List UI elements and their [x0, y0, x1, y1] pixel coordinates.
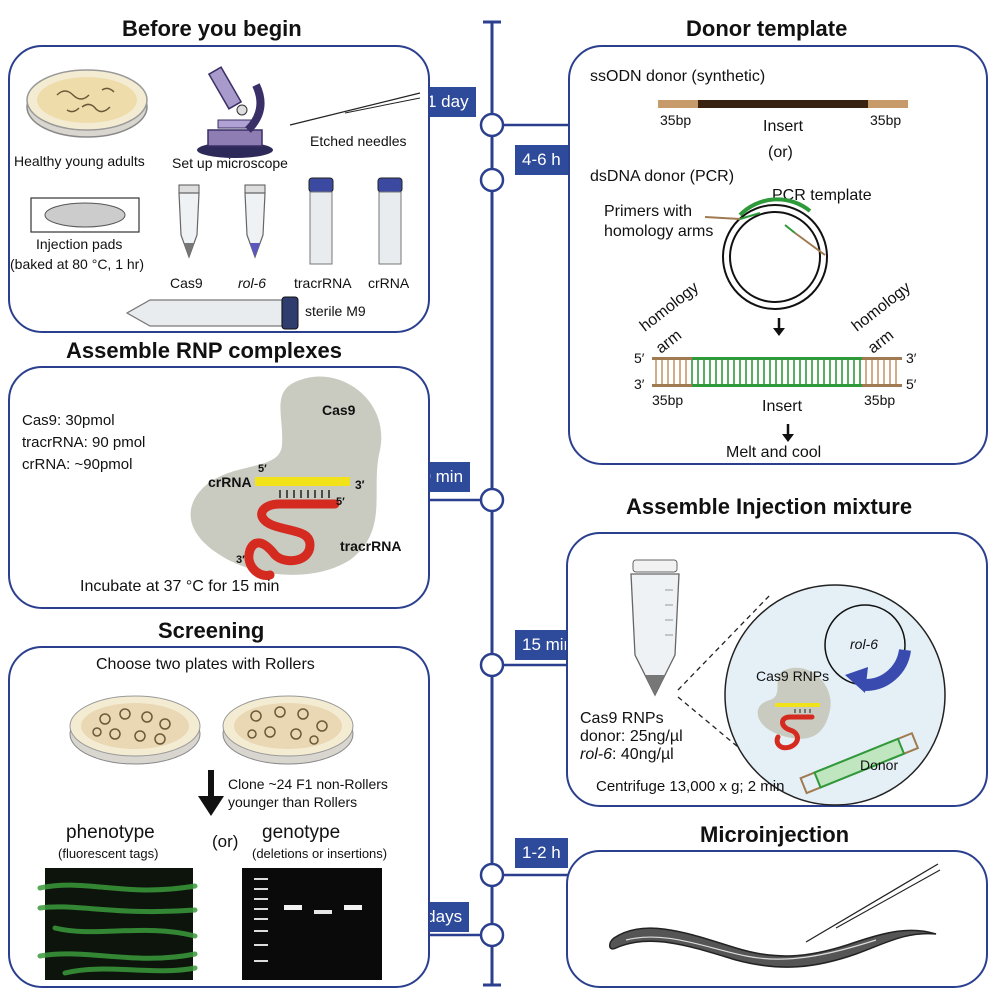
m9-tube-icon: [125, 296, 299, 330]
down-arrow-icon: [198, 770, 224, 816]
ssodn-insert: Insert: [763, 118, 804, 135]
time-1-2h: 1-2 h: [515, 838, 568, 868]
mix-line-2: donor: 25ng/µl: [580, 728, 683, 745]
crrna-vial-label: crRNA: [368, 275, 410, 291]
primers-label-2: homology arms: [604, 223, 714, 240]
mix-rol6-value: : 40ng/µl: [612, 746, 674, 763]
tracrrna-vial-icon: [308, 177, 334, 265]
roller-plate-icon-1: [69, 695, 201, 765]
ds-5prime-right: 5′: [906, 376, 917, 392]
timeline-node: [479, 487, 505, 513]
microscope-label: Set up microscope: [172, 155, 288, 171]
primers-label-1: Primers with: [604, 203, 693, 220]
cas9-shape-label: Cas9: [322, 402, 356, 418]
donor-panel: [568, 45, 988, 465]
worms-label: Healthy young adults: [14, 153, 145, 169]
petri-dish-icon: [26, 69, 148, 138]
phenotype-label: phenotype: [66, 822, 155, 843]
down-arrow-small-icon: [773, 318, 785, 336]
mix-line-1: Cas9 RNPs: [580, 710, 664, 727]
eppendorf-tube-icon: [630, 559, 680, 697]
mix-rol6-italic: rol-6: [580, 746, 613, 763]
rol6-tube-label: rol-6: [238, 275, 267, 291]
melt-arrow-icon: [782, 424, 794, 442]
phenotype-sub: (fluorescent tags): [58, 846, 159, 861]
pads-label-2: (baked at 80 °C, 1 hr): [10, 256, 144, 272]
ds-5prime-left: 5′: [634, 350, 645, 366]
screen-or-label: (or): [212, 832, 239, 851]
cas9-complex-diagram: [190, 376, 382, 580]
rol6-tube-icon: [244, 184, 266, 259]
before-title: Before you begin: [122, 16, 302, 41]
ds-bp-left: 35bp: [652, 392, 684, 408]
ssodn-label: ssODN donor (synthetic): [590, 68, 766, 85]
donor-or-label: (or): [768, 144, 793, 161]
crrna-5prime: 5′: [258, 463, 267, 475]
dsdna-label: dsDNA donor (PCR): [590, 168, 735, 185]
ssodn-bp-right: 35bp: [870, 112, 902, 128]
timeline-node: [479, 112, 505, 138]
cas9-tube-label: Cas9: [170, 275, 203, 291]
micro-title: Microinjection: [700, 822, 850, 847]
choose-plates-label: Choose two plates with Rollers: [96, 656, 315, 673]
timeline-node: [479, 862, 505, 888]
gel-image: [242, 868, 382, 980]
tracr-3prime: 3′: [236, 554, 245, 566]
donor-title: Donor template: [686, 16, 848, 41]
ds-insert: Insert: [762, 398, 803, 415]
zoom-circle: [677, 584, 946, 806]
melt-label: Melt and cool: [726, 444, 822, 461]
rnp-recipe-crrna: crRNA: ~90pmol: [22, 456, 133, 473]
screening-title: Screening: [158, 618, 265, 643]
ds-bp-right: 35bp: [864, 392, 896, 408]
pcr-template-label: PCR template: [772, 187, 872, 204]
genotype-sub: (deletions or insertions): [252, 846, 388, 861]
injection-pad-icon: [30, 197, 140, 233]
m9-label: sterile M9: [305, 303, 366, 319]
zoom-rnps-label: Cas9 RNPs: [756, 668, 830, 684]
timeline-node: [479, 652, 505, 678]
rnp-recipe-tracr: tracrRNA: 90 pmol: [22, 434, 146, 451]
time-4-6h: 4-6 h: [515, 145, 568, 175]
ssodn-bp-left: 35bp: [660, 112, 692, 128]
mix-line-3: rol-6: 40ng/µl: [580, 746, 674, 764]
tracr-shape-label: tracrRNA: [340, 538, 402, 554]
ssodn-strand: [658, 100, 908, 108]
tracrrna-vial-label: tracrRNA: [294, 275, 352, 291]
zoom-donor-label: Donor: [860, 757, 899, 773]
zoom-rol6-label: rol-6: [850, 636, 879, 652]
timeline-node: [479, 167, 505, 193]
pads-label-1: Injection pads: [36, 236, 123, 252]
pcr-plasmid-diagram: [704, 197, 828, 310]
clone-label-2: younger than Rollers: [228, 794, 358, 810]
roller-plate-icon-2: [222, 695, 354, 765]
centrifuge-label: Centrifuge 13,000 x g; 2 min: [596, 778, 785, 795]
ds-3prime-left: 3′: [634, 376, 645, 392]
worm-injection-diagram: [609, 863, 941, 968]
genotype-label: genotype: [262, 822, 341, 843]
dsdna-ladder: [652, 357, 902, 387]
cas9-tube-icon: [178, 184, 200, 259]
fluorescence-image: [37, 868, 198, 980]
crrna-vial-icon: [377, 177, 403, 265]
timeline-node: [479, 922, 505, 948]
microscope-icon: [197, 66, 273, 158]
needle-icon: [289, 92, 421, 126]
injection-title: Assemble Injection mixture: [626, 494, 913, 519]
rnp-recipe-cas9: Cas9: 30pmol: [22, 412, 115, 429]
tracr-5prime: 5′: [336, 496, 345, 508]
ds-3prime-right: 3′: [906, 350, 917, 366]
clone-label-1: Clone ~24 F1 non-Rollers: [228, 776, 388, 792]
rnp-title: Assemble RNP complexes: [66, 338, 342, 363]
crrna-shape-label: crRNA: [208, 474, 252, 490]
crrna-3prime: 3′: [355, 478, 365, 492]
incubate-label: Incubate at 37 °C for 15 min: [80, 578, 280, 595]
needles-label: Etched needles: [310, 133, 407, 149]
